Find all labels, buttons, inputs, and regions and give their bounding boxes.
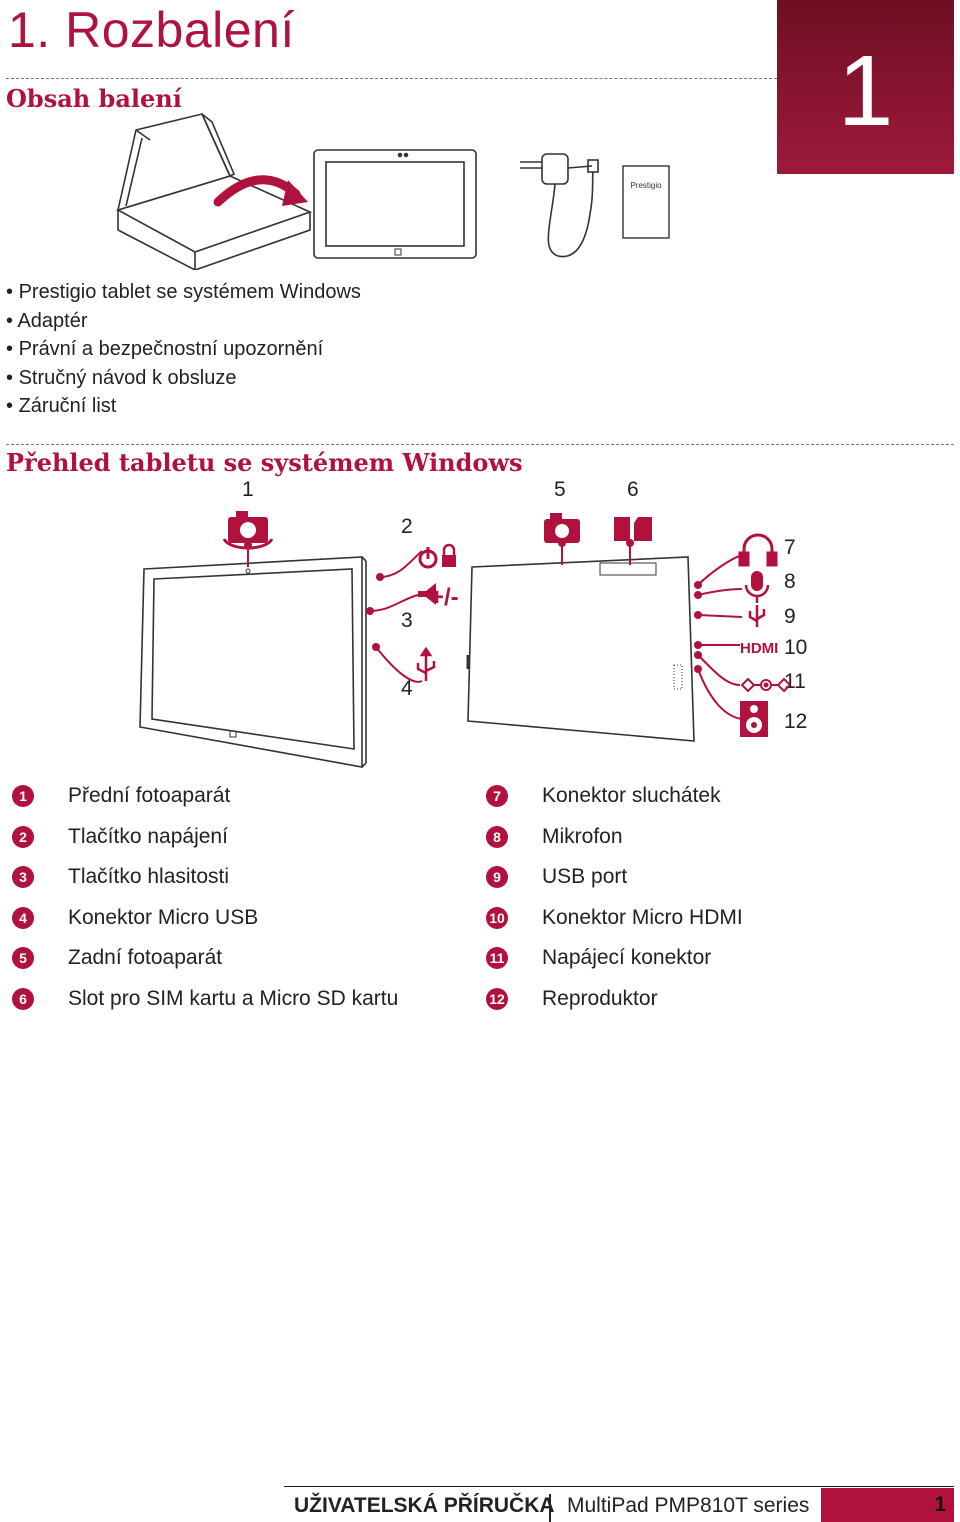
list-item: Prestigio tablet se systémem Windows <box>6 278 361 307</box>
legend-number: 7 <box>486 785 508 808</box>
legend-text: Zadní fotoaparát <box>68 946 223 970</box>
legend-text: Slot pro SIM kartu a Micro SD kartu <box>68 986 399 1010</box>
legend-item: 5 Zadní fotoaparát <box>12 938 398 979</box>
footer-separator <box>549 1494 551 1522</box>
legend-text: Konektor sluchátek <box>542 784 721 808</box>
divider <box>6 78 777 79</box>
contents-list: Prestigio tablet se systémem Windows Ada… <box>6 278 361 421</box>
sim-sd-slot-icon <box>614 517 652 541</box>
box-illustration <box>115 113 313 270</box>
legend-number: 5 <box>12 947 34 970</box>
callout-7: 7 <box>784 536 796 559</box>
legend-number: 11 <box>486 947 508 970</box>
legend-text: Reproduktor <box>542 986 658 1010</box>
section-title-overview: Přehled tabletu se systémem Windows <box>6 448 523 477</box>
legend-number: 6 <box>12 987 34 1010</box>
legend-text: Mikrofon <box>542 824 623 848</box>
legend-number: 8 <box>486 825 508 848</box>
camera-rear-icon <box>544 513 580 543</box>
callout-6: 6 <box>627 478 639 501</box>
legend-item: 3 Tlačítko hlasitosti <box>12 857 398 898</box>
usb-icon <box>416 646 436 681</box>
callout-3: 3 <box>401 609 413 632</box>
list-item: Stručný návod k obsluze <box>6 364 361 393</box>
callout-10: 10 <box>784 636 808 659</box>
legend-item: 7 Konektor sluchátek <box>486 776 743 817</box>
tablet-front <box>139 556 367 768</box>
footer-manual-title: UŽIVATELSKÁ PŘÍRUČKA <box>294 1494 555 1517</box>
usb-port-icon <box>748 605 766 627</box>
legend-item: 10 Konektor Micro HDMI <box>486 898 743 939</box>
tablet-overview-illustration: +/- HDMI <box>139 511 790 768</box>
legend-item: 9 USB port <box>486 857 743 898</box>
legend-number: 2 <box>12 825 34 848</box>
list-item: Právní a bezpečnostní upozornění <box>6 335 361 364</box>
callout-1: 1 <box>242 478 254 501</box>
footer-rule <box>284 1486 954 1487</box>
chapter-title: 1. Rozbalení <box>8 2 295 58</box>
hdmi-label: HDMI <box>740 640 778 657</box>
callout-5: 5 <box>554 478 566 501</box>
legend-number: 9 <box>486 866 508 889</box>
legend-text: Tlačítko hlasitosti <box>68 865 230 889</box>
legend-text: Konektor Micro USB <box>68 905 259 929</box>
footer-model: MultiPad PMP810T series <box>567 1494 810 1517</box>
legend-item: 12 Reproduktor <box>486 979 743 1020</box>
chapter-number-box: 1 <box>777 0 954 174</box>
legend-left: 1 Přední fotoaparát 2 Tlačítko napájení 3 T… <box>12 776 398 1019</box>
legend-item: 1 Přední fotoaparát <box>12 776 398 817</box>
legend-item: 4 Konektor Micro USB <box>12 898 398 939</box>
tablet-illustration <box>313 149 477 259</box>
legend-text: Tlačítko napájení <box>68 824 228 848</box>
legend-text: Napájecí konektor <box>542 946 712 970</box>
legend-number: 4 <box>12 906 34 929</box>
microphone-icon <box>744 571 770 603</box>
callout-12: 12 <box>784 710 808 733</box>
footer-page-box: 1 <box>821 1488 954 1522</box>
volume-label: +/- <box>430 584 459 611</box>
section-title-contents: Obsah balení <box>6 84 182 113</box>
legend-number: 10 <box>486 906 508 929</box>
legend-item: 2 Tlačítko napájení <box>12 817 398 858</box>
leader-dots <box>244 539 702 673</box>
camera-front-icon <box>222 511 274 550</box>
power-lock-icon <box>418 543 456 569</box>
callout-2: 2 <box>401 515 413 538</box>
headphones-icon <box>738 533 778 567</box>
callout-11: 11 <box>784 670 806 693</box>
divider <box>6 444 954 445</box>
callout-8: 8 <box>784 570 796 593</box>
adapter-illustration <box>520 153 599 258</box>
legend-item: 8 Mikrofon <box>486 817 743 858</box>
booklet-logo: Prestigio <box>630 181 662 190</box>
list-item: Adaptér <box>6 307 361 336</box>
legend-item: 6 Slot pro SIM kartu a Micro SD kartu <box>12 979 398 1020</box>
package-contents-illustration: Prestigio <box>115 113 670 270</box>
volume-icon: +/- <box>418 583 459 611</box>
callout-9: 9 <box>784 605 796 628</box>
list-item: Záruční list <box>6 392 361 421</box>
chapter-number: 1 <box>837 35 894 147</box>
legend-number: 1 <box>12 785 34 808</box>
booklet-illustration: Prestigio <box>622 165 670 239</box>
legend-number: 3 <box>12 866 34 889</box>
legend-text: Konektor Micro HDMI <box>542 905 743 929</box>
dc-power-icon <box>740 677 790 693</box>
legend-number: 12 <box>486 987 508 1010</box>
leader-lines <box>247 543 743 720</box>
legend-text: Přední fotoaparát <box>68 784 231 808</box>
speaker-icon <box>740 701 768 737</box>
legend-text: USB port <box>542 865 628 889</box>
callout-4: 4 <box>401 677 413 700</box>
tablet-back <box>466 556 695 742</box>
legend-item: 11 Napájecí konektor <box>486 938 743 979</box>
page-number: 1 <box>934 1493 946 1516</box>
